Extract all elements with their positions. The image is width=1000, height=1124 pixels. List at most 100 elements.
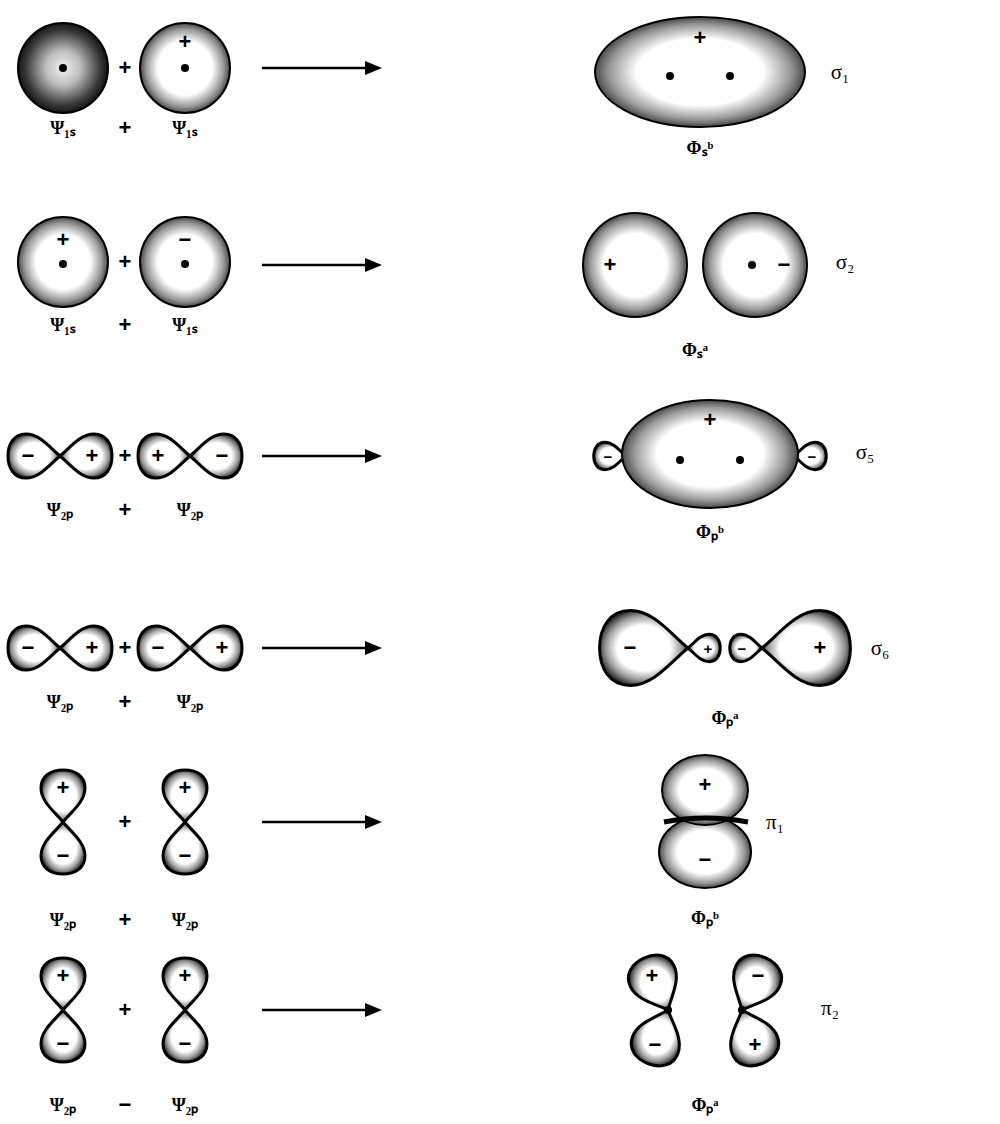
row-2p-pi-antibonding — [41, 948, 788, 1072]
p-lobe — [163, 958, 207, 1010]
phase-sign: − — [22, 445, 35, 467]
p-lobe — [60, 434, 112, 478]
s-orbital — [140, 23, 230, 113]
row-1s-bonding — [18, 17, 805, 127]
phase-sign: − — [57, 1033, 70, 1055]
molecular-orbital-label: Φₛᵃ — [682, 341, 708, 359]
combination-sign: + — [119, 637, 132, 659]
row-2p-pi-bonding — [41, 755, 751, 888]
orbital-name: σ₅ — [856, 442, 875, 463]
arrow-line — [262, 264, 368, 267]
phase-sign: + — [179, 965, 192, 987]
phase-sign: − — [152, 637, 165, 659]
atomic-orbital-label: Ψ₂ₚ — [172, 911, 198, 929]
combination-sign: + — [119, 499, 132, 521]
phase-sign: − — [808, 449, 817, 464]
p-lobe — [163, 770, 207, 822]
atomic-orbital-label: Ψ₂ₚ — [50, 1096, 76, 1114]
phase-sign: − — [22, 637, 35, 659]
phase-sign: − — [179, 1033, 192, 1055]
phase-sign: − — [624, 637, 637, 659]
combination-sign: + — [119, 999, 132, 1021]
phase-sign: + — [216, 637, 229, 659]
p-lobe — [41, 822, 85, 874]
p-lobe — [190, 434, 242, 478]
molecular-orbital-label: Φₚᵃ — [711, 709, 738, 727]
nucleus-dot — [666, 72, 674, 80]
orbital-name: σ₆ — [871, 638, 890, 659]
p-lobe — [163, 822, 207, 874]
arrow-head — [365, 1003, 382, 1017]
combination-sign: + — [119, 445, 132, 467]
phase-sign: + — [646, 965, 659, 987]
phase-sign: + — [814, 637, 827, 659]
orbital-name: π₁ — [766, 812, 784, 833]
bonding-orbital — [595, 17, 805, 127]
nucleus-dot — [59, 64, 67, 72]
phase-sign: + — [57, 777, 70, 799]
molecular-orbital-label: Φₚᵃ — [691, 1096, 718, 1114]
atomic-orbital-label: Ψ₁ₛ — [172, 316, 197, 334]
atomic-orbital-label: Ψ₁ₛ — [172, 119, 197, 137]
arrow-line — [262, 821, 368, 824]
phase-sign: + — [604, 254, 617, 276]
atomic-orbital-label: Ψ₁ₛ — [50, 316, 75, 334]
small-lobe — [688, 634, 720, 661]
nucleus-dot — [59, 260, 67, 268]
phase-sign: + — [86, 637, 99, 659]
p-lobe — [41, 770, 85, 822]
combination-sign: − — [119, 1094, 132, 1116]
pi-lobe — [659, 816, 751, 888]
arrow-line — [262, 1009, 368, 1012]
row-1s-antibonding — [18, 213, 807, 317]
atomic-orbital-label: Ψ₂ₚ — [47, 693, 73, 711]
nucleus-dot — [726, 72, 734, 80]
phase-sign: − — [699, 849, 712, 871]
nucleus-dot — [181, 64, 189, 72]
big-lobe — [762, 611, 850, 686]
phase-sign: + — [86, 445, 99, 467]
atomic-orbital-label: Ψ₂ₚ — [177, 501, 203, 519]
p-lobe — [190, 626, 242, 670]
phase-sign: − — [57, 845, 70, 867]
combination-sign: + — [119, 691, 132, 713]
nodal-waist — [664, 818, 748, 822]
p-lobe — [138, 626, 190, 670]
s-orbital — [18, 23, 108, 113]
p-lobe — [41, 958, 85, 1010]
p-lobe — [138, 434, 190, 478]
s-orbital — [18, 217, 108, 307]
pi-star-lobe — [720, 948, 788, 1020]
phase-sign: − — [179, 845, 192, 867]
phase-sign: + — [57, 965, 70, 987]
big-lobe — [600, 611, 688, 686]
arrow-head — [365, 61, 382, 75]
orbital-name: σ₂ — [836, 252, 855, 273]
phase-sign: − — [778, 254, 791, 276]
combination-sign: + — [119, 57, 132, 79]
phase-sign: + — [57, 229, 70, 251]
arrow-line — [262, 647, 368, 650]
phase-sign: + — [152, 445, 165, 467]
row-2p-sigma-bonding — [8, 400, 826, 508]
molecular-orbital-label: Φₚᵇ — [696, 523, 724, 541]
antibonding-lobe — [703, 213, 807, 317]
atomic-orbital-label: Ψ₂ₚ — [172, 1096, 198, 1114]
phase-sign: + — [699, 774, 712, 796]
bonding-orbital — [622, 400, 798, 508]
row-2p-sigma-antibonding — [8, 611, 850, 686]
small-lobe — [730, 634, 762, 661]
phase-sign: − — [738, 641, 747, 656]
phase-sign: + — [179, 777, 192, 799]
atomic-orbital-label: Ψ₂ₚ — [47, 501, 73, 519]
atomic-orbital-label: Ψ₁ₛ — [50, 119, 75, 137]
arrow-line — [262, 455, 368, 458]
phase-sign: + — [694, 27, 707, 49]
pi-star-lobe — [719, 1002, 784, 1072]
p-lobe — [8, 626, 60, 670]
p-lobe — [60, 626, 112, 670]
combination-sign: + — [119, 811, 132, 833]
combination-sign: + — [119, 909, 132, 931]
